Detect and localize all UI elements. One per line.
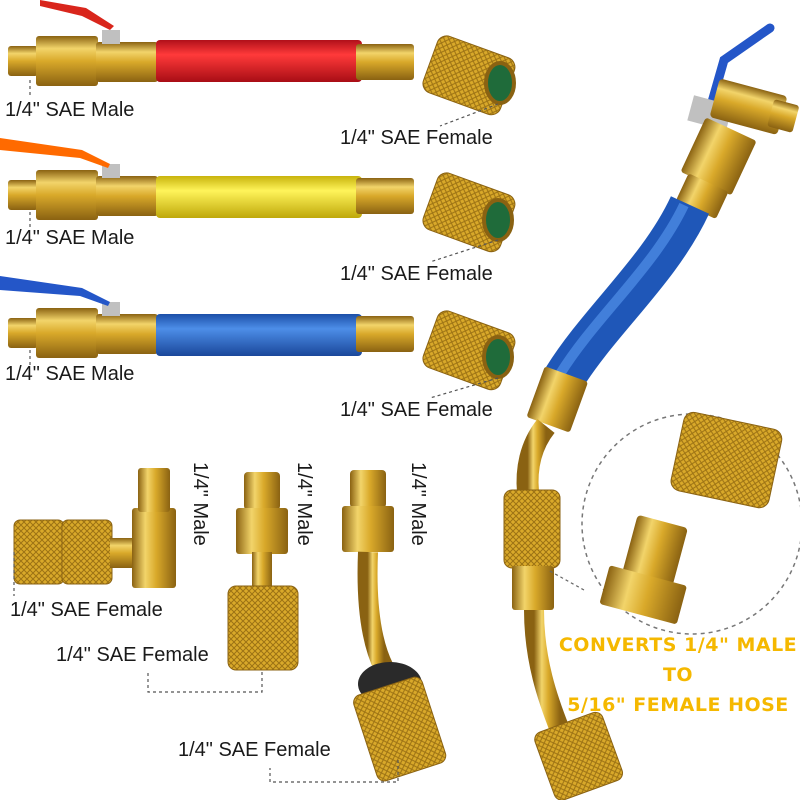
blue-hose-assembly	[0, 276, 516, 391]
adapter-45-female-label: 1/4" SAE Female	[178, 739, 331, 761]
hose-red-female-label: 1/4" SAE Female	[340, 127, 493, 149]
yellow-hose-assembly	[0, 138, 516, 253]
label-leaders	[29, 80, 499, 399]
adapter-straight	[227, 472, 299, 671]
hose-blue-female-label: 1/4" SAE Female	[340, 399, 493, 421]
adapter-straight-male-label: 1/4" Male	[293, 462, 315, 546]
converter-callout: CONVERTS 1/4" MALE TO 5/16" FEMALE HOSE	[548, 630, 800, 720]
callout-line-1: CONVERTS 1/4" MALE TO	[558, 634, 798, 686]
adapter-leaders	[13, 552, 399, 783]
hose-blue-male-label: 1/4" SAE Male	[5, 363, 135, 385]
adapter-90-male-label: 1/4" Male	[189, 462, 211, 546]
converter-hose-assembly	[503, 23, 799, 800]
adapter-45-degree	[342, 470, 447, 782]
hose-yellow-female-label: 1/4" SAE Female	[340, 263, 493, 285]
adapter-90-female-label: 1/4" SAE Female	[10, 599, 163, 621]
callout-line-2: 5/16" FEMALE HOSE	[567, 694, 789, 716]
red-hose-assembly	[8, 0, 516, 116]
adapter-straight-female-label: 1/4" SAE Female	[56, 644, 209, 666]
adapter-45-male-label: 1/4" Male	[407, 462, 429, 546]
hose-red-male-label: 1/4" SAE Male	[5, 99, 135, 121]
adapter-90-degree	[13, 468, 176, 588]
hose-yellow-male-label: 1/4" SAE Male	[5, 227, 135, 249]
detail-zoom-circle	[547, 411, 800, 635]
